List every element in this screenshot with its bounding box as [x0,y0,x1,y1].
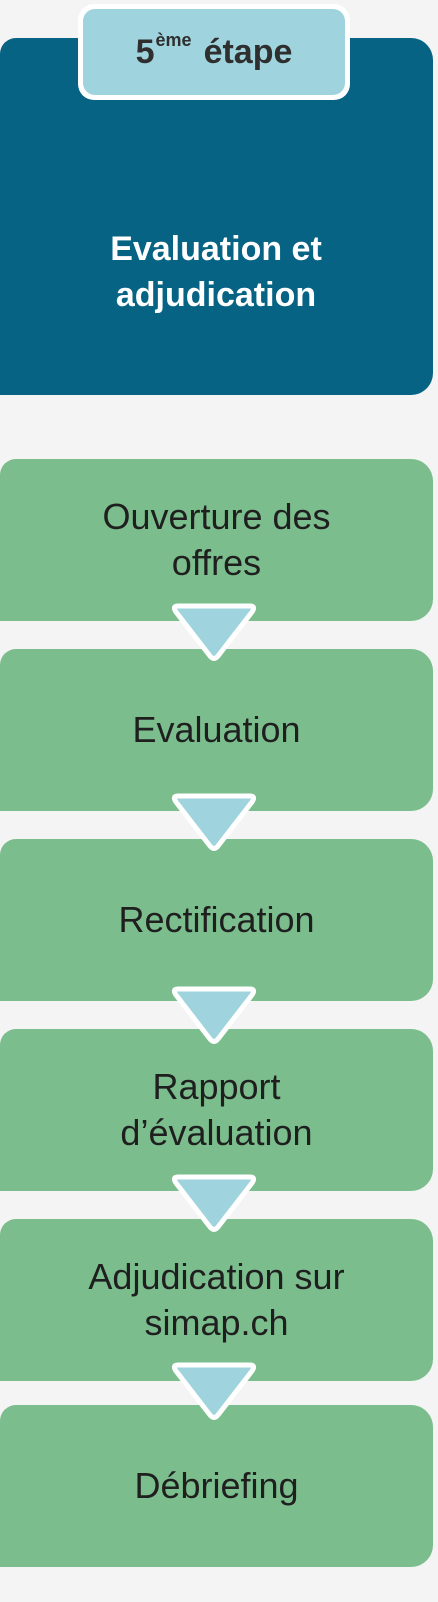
stage-step-superscript: ème [155,30,192,50]
stage-step-number: 5 [135,33,155,71]
process-step-6: Débriefing [0,1405,433,1567]
stage-title: Evaluation et adjudication [110,230,322,314]
stage-step-tab: 5 ème étape [78,4,350,100]
triangle-down-icon [170,1361,258,1421]
triangle-down-icon [170,1173,258,1233]
stage-step-word: étape [203,33,293,71]
process-step-3: Rectification [0,839,433,1001]
stage-step-label: 5 ème étape [83,9,345,95]
process-step-5: Adjudication sur simap.ch [0,1219,433,1381]
triangle-down-icon [170,792,258,852]
triangle-down-icon [170,602,258,662]
process-step-2: Evaluation [0,649,433,811]
triangle-down-icon [170,985,258,1045]
process-step-4: Rapport d’évaluation [0,1029,433,1191]
process-step-1: Ouverture des offres [0,459,433,621]
